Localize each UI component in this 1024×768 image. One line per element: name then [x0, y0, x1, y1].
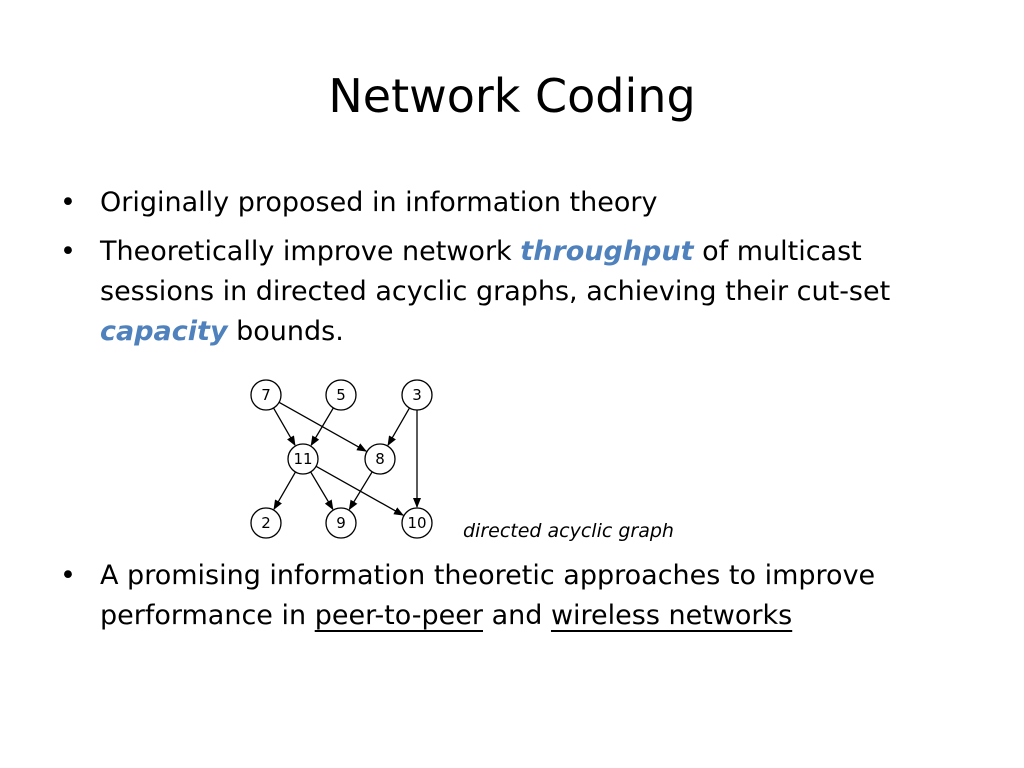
graph-node-11: 11	[287, 443, 319, 475]
node-circle	[401, 379, 433, 411]
graph-node-2: 2	[250, 507, 282, 539]
node-circle	[325, 507, 357, 539]
graph-node-7: 7	[250, 379, 282, 411]
graph-node-8: 8	[364, 443, 396, 475]
bullet-text: bounds.	[227, 316, 344, 347]
link-peer-to-peer[interactable]: peer-to-peer	[314, 600, 483, 631]
node-label: 8	[375, 450, 385, 468]
graph-edges	[272, 401, 421, 516]
graph-node-10: 10	[401, 507, 433, 539]
node-circle	[250, 507, 282, 539]
node-circle	[250, 379, 282, 411]
edge-11-to-10	[315, 465, 404, 516]
edge-7-to-11	[272, 407, 296, 447]
graph-node-5: 5	[325, 379, 357, 411]
bullet-text: Originally proposed in information theor…	[100, 187, 658, 218]
bullet-text: of multicast sessions in directed acycli…	[100, 236, 891, 307]
dag-figure: 7 5 3 11 8 2 9 10	[250, 379, 433, 539]
graph-node-9: 9	[325, 507, 357, 539]
node-circle	[325, 379, 357, 411]
node-label: 2	[261, 514, 271, 532]
bullet-text: Theoretically improve network	[100, 236, 521, 267]
figure-caption: directed acyclic graph	[463, 520, 674, 542]
graph-node-3: 3	[401, 379, 433, 411]
node-label: 3	[412, 386, 422, 404]
highlight-throughput: throughput	[520, 236, 694, 267]
edge-5-to-11	[310, 407, 334, 447]
node-label: 5	[336, 386, 346, 404]
edge-8-to-9	[348, 471, 373, 511]
edge-11-to-2	[273, 471, 297, 511]
edge-11-to-9	[310, 471, 334, 511]
node-label: 9	[336, 514, 346, 532]
node-label: 10	[407, 514, 426, 532]
bullet-item: A promising information theoretic approa…	[60, 556, 900, 636]
node-label: 11	[293, 450, 312, 468]
bullet-item: Theoretically improve network throughput…	[60, 232, 980, 352]
graph-nodes: 7 5 3 11 8 2 9 10	[250, 379, 433, 539]
bullet-text: and	[483, 600, 551, 631]
node-circle	[287, 443, 319, 475]
bullet-text: A promising information theoretic approa…	[100, 560, 876, 631]
edge-3-to-8	[387, 407, 411, 447]
node-circle	[364, 443, 396, 475]
highlight-capacity: capacity	[100, 316, 228, 347]
node-label: 7	[261, 386, 271, 404]
node-circle	[401, 507, 433, 539]
link-wireless-networks[interactable]: wireless networks	[550, 600, 793, 631]
slide-title: Network Coding	[328, 69, 696, 123]
bullet-item: Originally proposed in information theor…	[60, 183, 980, 223]
